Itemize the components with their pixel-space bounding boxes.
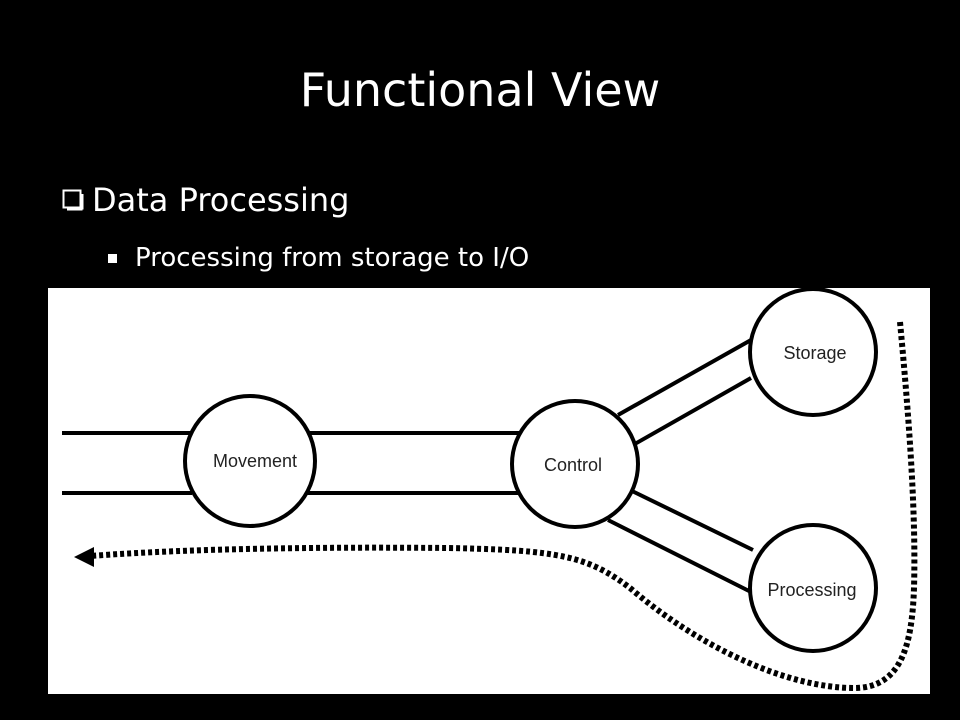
node-movement-label: Movement — [213, 451, 297, 471]
filled-square-bullet-icon — [108, 253, 117, 263]
node-control-label: Control — [544, 455, 602, 475]
node-processing: Processing — [748, 523, 878, 653]
data-pipes — [62, 338, 754, 595]
bullet-main-text: Data Processing — [92, 181, 350, 219]
bullet-processing-storage-io: Processing from storage to I/O — [108, 238, 529, 278]
flow-arrow — [74, 321, 918, 692]
node-storage: Storage — [748, 288, 878, 417]
node-control: Control — [510, 399, 640, 529]
hollow-square-bullet-icon — [62, 189, 84, 211]
bullet-data-processing: Data Processing — [62, 178, 349, 222]
functional-view-diagram: Movement Control Storage Processing — [48, 288, 930, 694]
node-storage-label: Storage — [783, 343, 846, 363]
node-processing-label: Processing — [767, 580, 856, 600]
slide-title: Functional View — [299, 63, 661, 117]
bullet-sub-text: Processing from storage to I/O — [135, 243, 530, 273]
arrow-head-icon — [74, 547, 94, 567]
node-movement: Movement — [183, 394, 317, 528]
